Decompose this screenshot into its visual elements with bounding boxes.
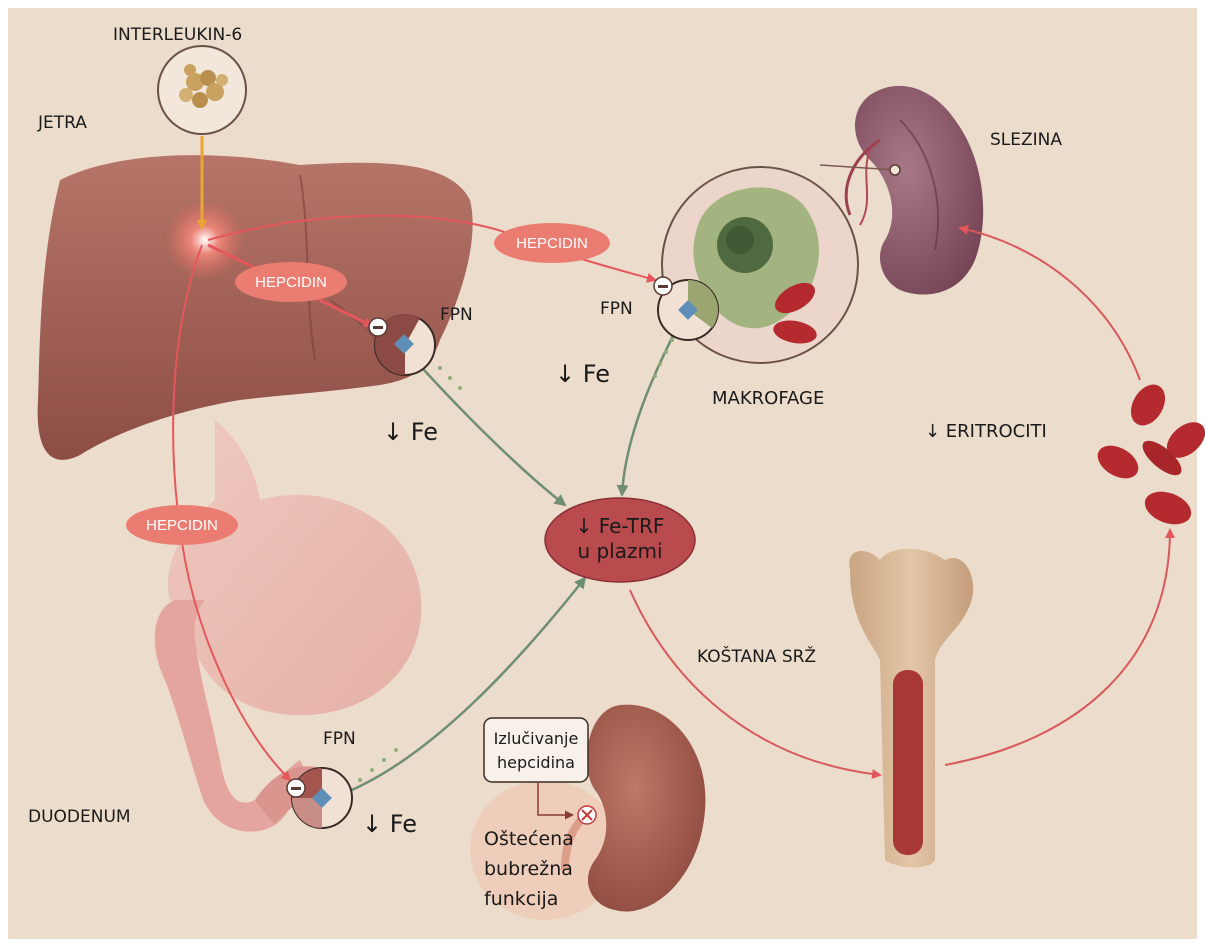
hepcidin-pill-top: HEPCIDIN	[494, 223, 610, 263]
hepcidin-excretion-box: Izlučivanje hepcidina	[484, 718, 588, 782]
hepcidin-pill-left: HEPCIDIN	[126, 505, 238, 545]
hepcidin-top-label: HEPCIDIN	[516, 235, 588, 252]
excretion-line1: Izlučivanje	[494, 729, 579, 748]
kidney-line2: bubrežna	[484, 858, 573, 880]
kidney-line1: Oštećena	[484, 828, 574, 850]
hepcidin-left-label: HEPCIDIN	[146, 517, 218, 534]
excretion-line2: hepcidina	[497, 753, 575, 772]
hepcidin-pill-liver: HEPCIDIN	[235, 262, 347, 302]
eritrociti-label: ↓ ERITROCITI	[925, 421, 1047, 442]
fpn-macrophage-label: FPN	[600, 299, 633, 319]
minus-bar-duodenum	[291, 787, 301, 790]
fpn-liver-label: FPN	[440, 305, 473, 325]
interleukin-label: INTERLEUKIN-6	[113, 25, 242, 45]
kidney-line3: funkcija	[484, 888, 558, 910]
spleen-pin	[890, 165, 900, 175]
interleukin-6-molecule	[158, 46, 246, 134]
jetra-label: JETRA	[37, 113, 87, 133]
hepcidin-liver-label: HEPCIDIN	[255, 274, 327, 291]
minus-bar-macrophage	[658, 285, 668, 288]
makrofage-label: MAKROFAGE	[712, 388, 824, 409]
slezina-label: SLEZINA	[990, 130, 1062, 150]
hepcidin-source-glow	[165, 200, 245, 280]
fe-liver-label: ↓ Fe	[383, 418, 438, 446]
duodenum-label: DUODENUM	[28, 807, 131, 827]
minus-bar-liver	[373, 326, 383, 329]
fpn-duodenum-inset	[292, 768, 352, 828]
fe-trf-line1: ↓ Fe-TRF	[576, 514, 665, 538]
kostana-srz-label: KOŠTANA SRŽ	[697, 645, 816, 667]
fe-duodenum-label: ↓ Fe	[362, 810, 417, 838]
fe-macrophage-label: ↓ Fe	[555, 360, 610, 388]
fe-trf-line2: u plazmi	[577, 539, 662, 563]
fpn-duodenum-label: FPN	[323, 729, 356, 749]
fe-trf-plasma: ↓ Fe-TRF u plazmi	[545, 498, 695, 582]
